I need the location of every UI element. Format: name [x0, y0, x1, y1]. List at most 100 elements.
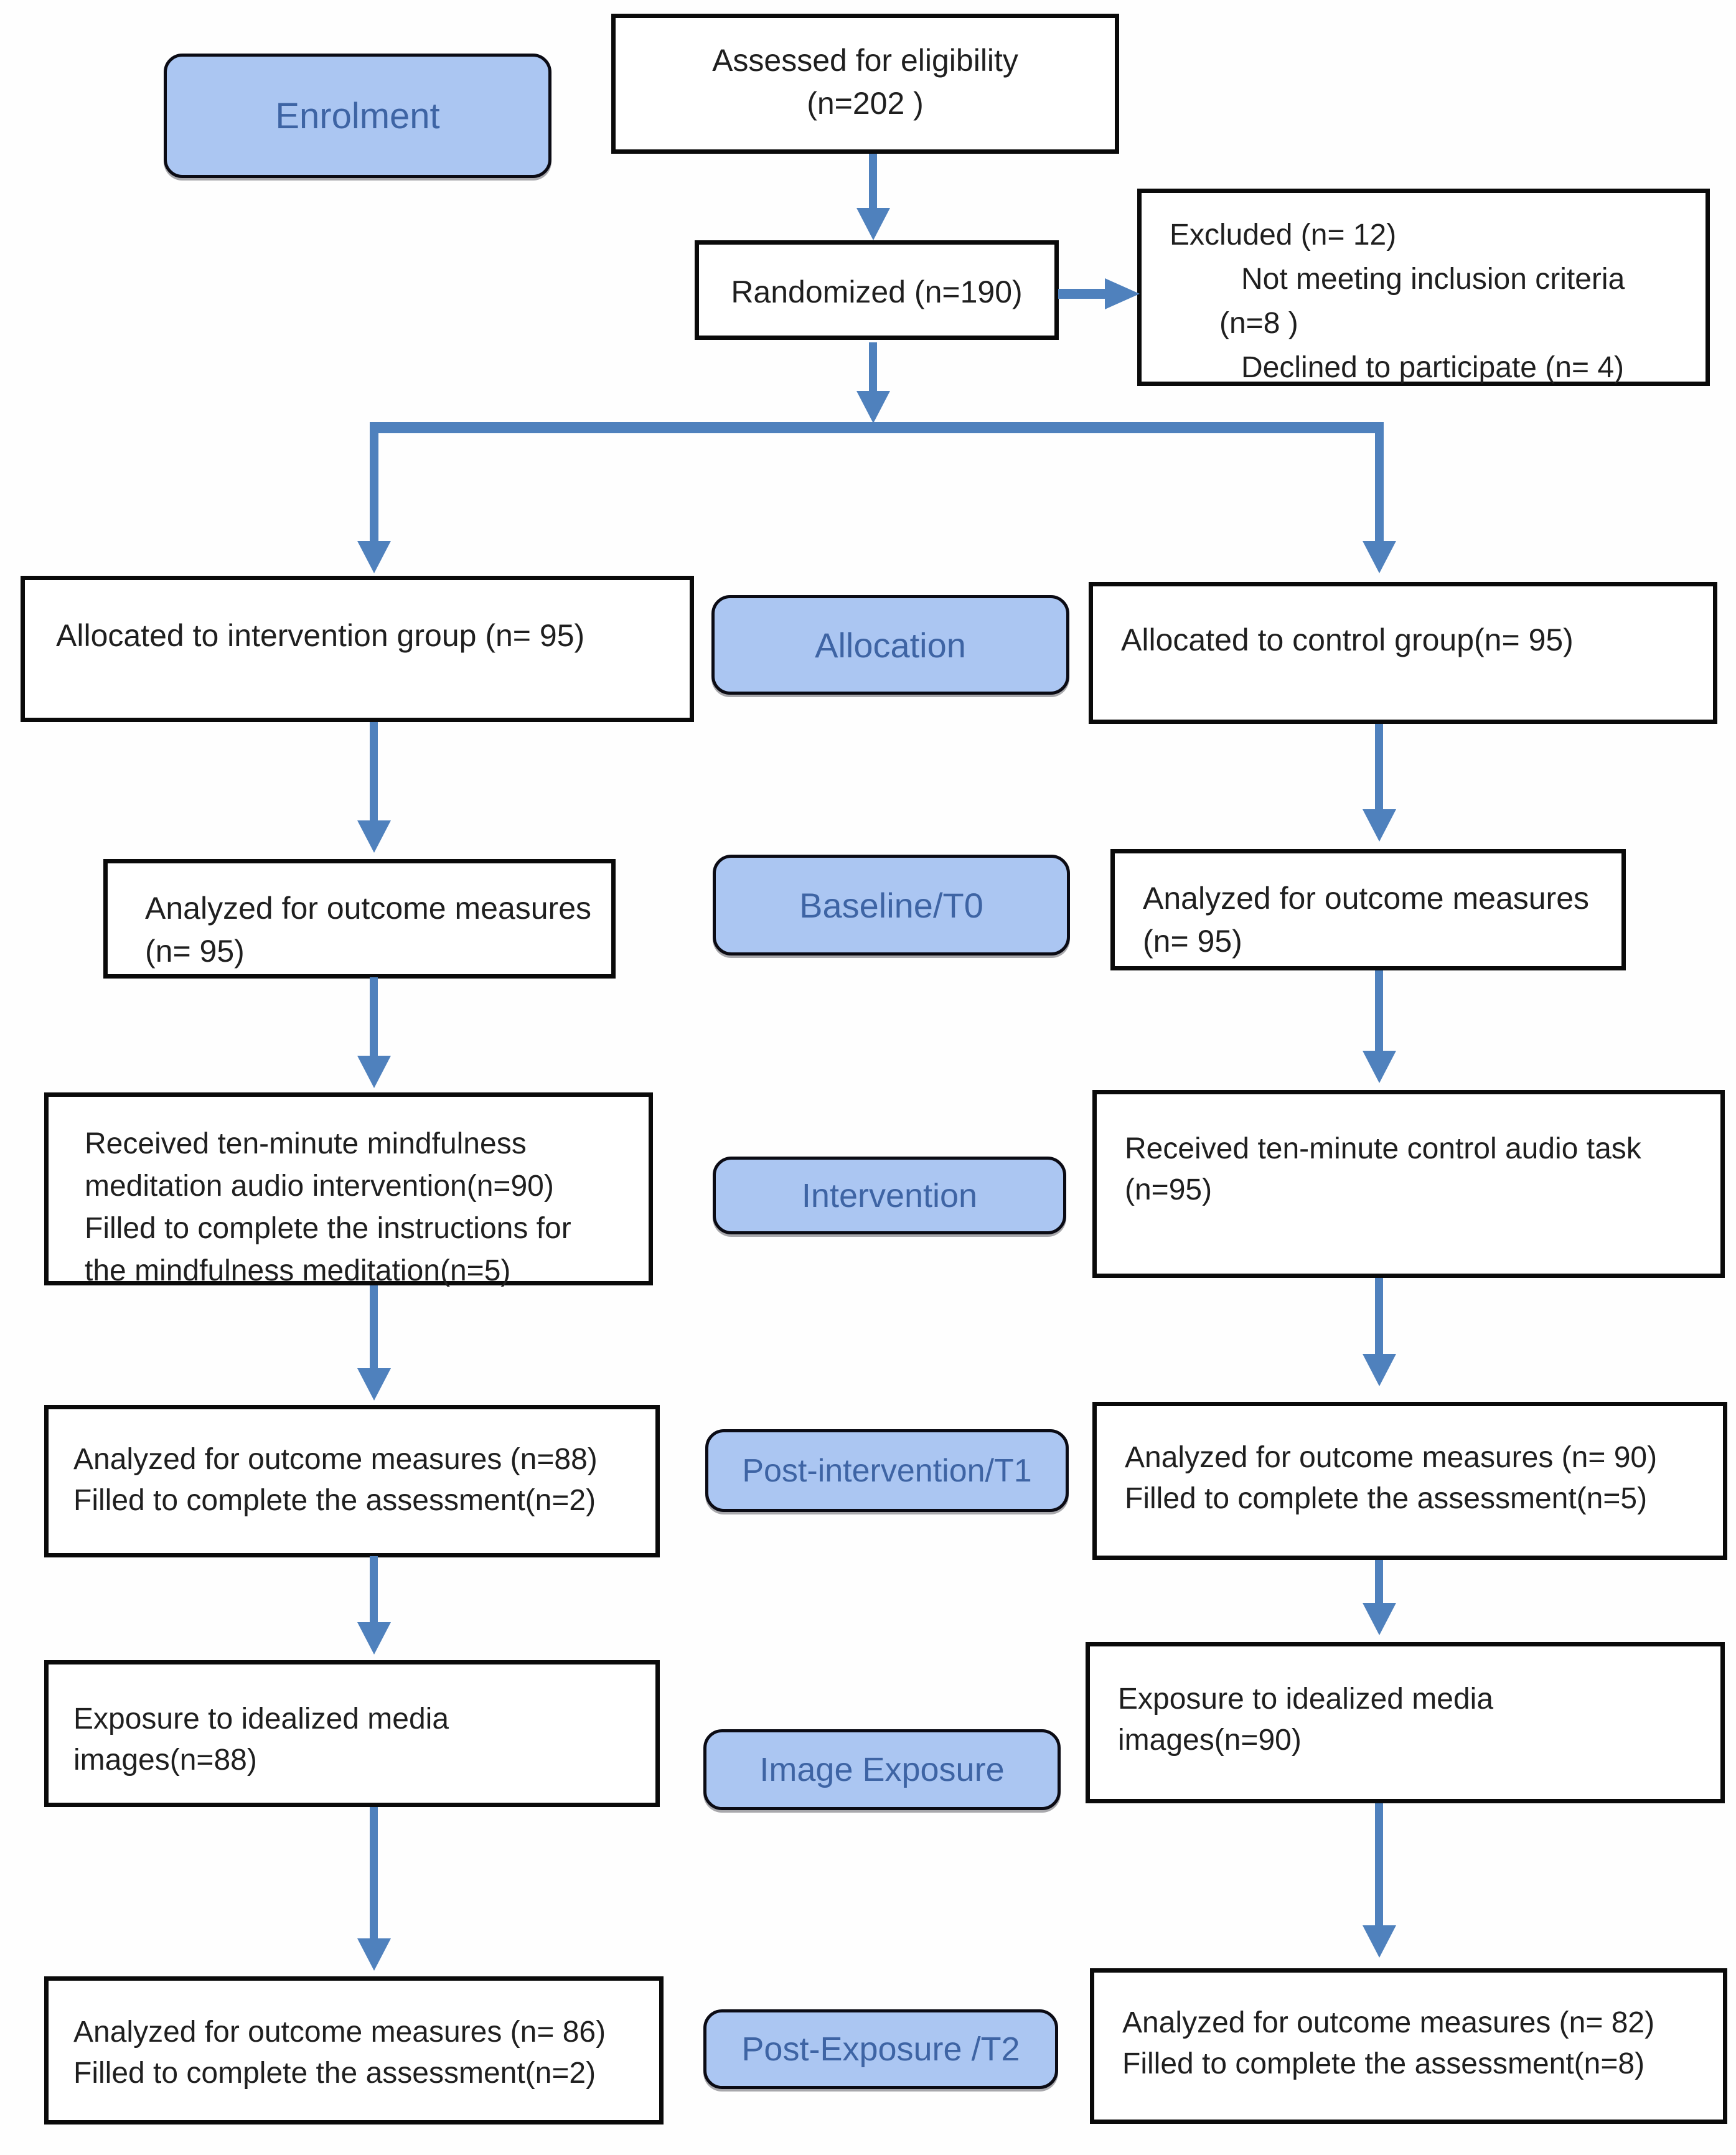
- text-line: Declined to participate (n= 4): [1241, 351, 1624, 385]
- box-allocated-intervention-text: Allocated to intervention group (n= 95): [56, 614, 683, 657]
- arrow-baseR-to-intervR-shaft: [1375, 970, 1383, 1053]
- box-baseline-analyzed-control: Analyzed for outcome measures (n= 95): [1110, 849, 1626, 970]
- arrow-t1L-to-expL-shaft: [370, 1556, 378, 1623]
- arrow-expR-to-t2R-head: [1363, 1925, 1396, 1958]
- box-t1-analyzed-control-text: Analyzed for outcome measures (n= 90) Fil…: [1125, 1437, 1717, 1519]
- stage-pill-post-intervention-label: Post-intervention/T1: [742, 1452, 1032, 1489]
- box-t2-analyzed-intervention-text: Analyzed for outcome measures (n= 86) Fil…: [73, 2012, 653, 2094]
- box-intervention-received-text: Received ten-minute mindfulness meditatio…: [85, 1123, 642, 1293]
- arrow-randomized-to-excluded-shaft: [1058, 289, 1107, 299]
- box-randomized: Randomized (n=190): [695, 240, 1059, 340]
- box-t2-analyzed-intervention: Analyzed for outcome measures (n= 86) Fil…: [44, 1976, 664, 2124]
- text-line: Analyzed for outcome measures (n= 86): [73, 2016, 606, 2049]
- stage-pill-post-exposure: Post-Exposure /T2: [703, 2009, 1058, 2089]
- text-line: (n=95): [1125, 1173, 1213, 1207]
- box-exposure-intervention-text: Exposure to idealized media images(n=88): [73, 1699, 649, 1781]
- box-allocated-control-text: Allocated to control group(n= 95): [1121, 619, 1707, 662]
- box-exposure-intervention: Exposure to idealized media images(n=88): [44, 1660, 660, 1807]
- text-line: Analyzed for outcome measures: [145, 891, 592, 926]
- text-line: images(n=90): [1118, 1724, 1302, 1757]
- split-bar-horizontal: [370, 422, 1384, 433]
- text-line: Allocated to control group(n= 95): [1121, 622, 1574, 657]
- text-line: meditation audio intervention(n=90): [85, 1170, 554, 1203]
- arrow-expR-to-t2R-shaft: [1375, 1803, 1383, 1928]
- text-line: (n= 95): [145, 934, 245, 969]
- box-t2-analyzed-control-text: Analyzed for outcome measures (n= 82) Fil…: [1122, 2002, 1717, 2085]
- split-bar-left-vertical: [370, 422, 378, 543]
- arrow-t1R-to-expR-head: [1363, 1603, 1396, 1635]
- stage-pill-intervention-label: Intervention: [801, 1176, 978, 1214]
- text-line: Allocated to intervention group (n= 95): [56, 618, 585, 653]
- box-excluded: Excluded (n= 12) Not meeting inclusion cr…: [1137, 189, 1710, 386]
- text-line: Excluded (n= 12): [1170, 218, 1397, 251]
- text-line: Exposure to idealized media: [73, 1702, 449, 1735]
- box-allocated-intervention: Allocated to intervention group (n= 95): [21, 576, 694, 722]
- text-line: Not meeting inclusion criteria: [1241, 263, 1625, 296]
- text-line: Analyzed for outcome measures: [1143, 881, 1590, 916]
- box-randomized-text: Randomized (n=190): [699, 271, 1054, 314]
- arrow-intervR-to-t1R-shaft: [1375, 1278, 1383, 1356]
- text-line: (n=202 ): [807, 86, 924, 121]
- arrow-assessed-to-randomized-head: [856, 208, 890, 240]
- text-line: Analyzed for outcome measures (n= 90): [1125, 1441, 1658, 1474]
- split-bar-right-head: [1363, 541, 1396, 573]
- arrow-baseL-to-intervL-head: [357, 1056, 391, 1088]
- arrow-intervL-to-t1L-shaft: [370, 1285, 378, 1369]
- arrow-randomized-to-split-shaft: [869, 342, 877, 393]
- arrow-baseL-to-intervL-shaft: [370, 977, 378, 1057]
- box-control-received-text: Received ten-minute control audio task (n…: [1125, 1129, 1714, 1211]
- stage-pill-post-exposure-label: Post-Exposure /T2: [741, 2031, 1020, 2068]
- text-line: Filled to complete the instructions for: [85, 1212, 571, 1246]
- stage-pill-baseline: Baseline/T0: [713, 855, 1070, 955]
- arrow-allocL-to-baseL-shaft: [370, 722, 378, 822]
- split-bar-left-head: [357, 541, 391, 573]
- text-line: Analyzed for outcome measures (n= 82): [1122, 2006, 1655, 2039]
- stage-pill-image-exposure: Image Exposure: [703, 1729, 1061, 1810]
- stage-pill-post-intervention: Post-intervention/T1: [705, 1429, 1069, 1512]
- text-line: images(n=88): [73, 1744, 257, 1777]
- stage-pill-image-exposure-label: Image Exposure: [759, 1751, 1005, 1788]
- text-line: Analyzed for outcome measures (n=88): [73, 1443, 598, 1476]
- stage-pill-enrolment-label: Enrolment: [275, 95, 440, 136]
- arrow-t1L-to-expL-head: [357, 1622, 391, 1655]
- box-t2-analyzed-control: Analyzed for outcome measures (n= 82) Fil…: [1090, 1968, 1727, 2124]
- box-exposure-control: Exposure to idealized media images(n=90): [1086, 1642, 1725, 1803]
- arrow-intervR-to-t1R-head: [1363, 1354, 1396, 1386]
- text-line: (n=8 ): [1219, 307, 1298, 340]
- text-line: Filled to complete the assessment(n=8): [1122, 2047, 1645, 2081]
- box-t1-analyzed-intervention: Analyzed for outcome measures (n=88)Fill…: [44, 1405, 660, 1557]
- arrow-randomized-to-excluded-head: [1105, 278, 1140, 309]
- stage-pill-enrolment: Enrolment: [164, 54, 551, 178]
- box-exposure-control-text: Exposure to idealized media images(n=90): [1118, 1679, 1714, 1761]
- box-t1-analyzed-control: Analyzed for outcome measures (n= 90) Fil…: [1092, 1402, 1727, 1560]
- box-control-received: Received ten-minute control audio task (n…: [1092, 1090, 1725, 1278]
- arrow-assessed-to-randomized-shaft: [869, 154, 877, 210]
- stage-pill-baseline-label: Baseline/T0: [799, 885, 983, 925]
- arrow-allocR-to-baseR-shaft: [1375, 724, 1383, 811]
- text-line: Received ten-minute control audio task: [1125, 1132, 1641, 1165]
- text-line: the mindfulness meditation(n=5): [85, 1254, 511, 1288]
- text-line: Filled to complete the assessment(n=5): [1125, 1482, 1648, 1516]
- stage-pill-allocation: Allocation: [711, 595, 1069, 695]
- arrow-allocL-to-baseL-head: [357, 820, 391, 853]
- box-assessed-for-eligibility: Assessed for eligibility (n=202 ): [611, 14, 1119, 154]
- text-line: Exposure to idealized media: [1118, 1683, 1494, 1716]
- box-assessed-text: Assessed for eligibility (n=202 ): [616, 39, 1115, 125]
- text-line: (n= 95): [1143, 924, 1242, 959]
- text-line: Randomized (n=190): [731, 275, 1023, 309]
- box-baseline-analyzed-intervention-text: Analyzed for outcome measures (n= 95): [145, 887, 605, 973]
- arrow-baseR-to-intervR-head: [1363, 1051, 1396, 1083]
- text-line: Received ten-minute mindfulness: [85, 1127, 527, 1160]
- arrow-intervL-to-t1L-head: [357, 1368, 391, 1401]
- arrow-expL-to-t2L-shaft: [370, 1807, 378, 1941]
- arrow-allocR-to-baseR-head: [1363, 809, 1396, 842]
- stage-pill-allocation-label: Allocation: [815, 625, 966, 665]
- stage-pill-intervention: Intervention: [713, 1157, 1066, 1234]
- split-bar-right-vertical: [1375, 422, 1384, 543]
- box-baseline-analyzed-control-text: Analyzed for outcome measures (n= 95): [1143, 877, 1615, 963]
- box-intervention-received: Received ten-minute mindfulness meditatio…: [44, 1092, 653, 1287]
- text-line: Assessed for eligibility: [712, 43, 1018, 78]
- text-line: Filled to complete the assessment(n=2): [73, 2057, 596, 2090]
- arrow-randomized-to-split-head: [856, 391, 890, 423]
